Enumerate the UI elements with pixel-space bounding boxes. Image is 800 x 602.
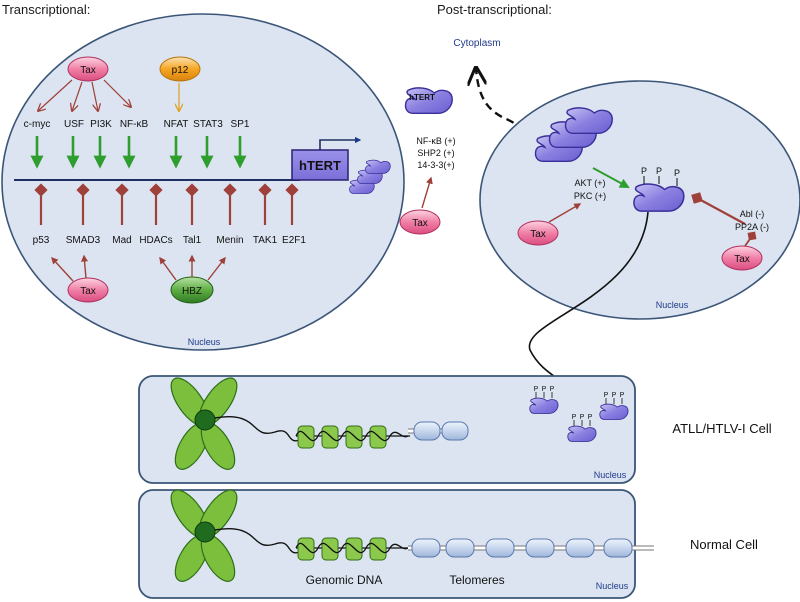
activator-sp1: SP1	[231, 119, 250, 130]
normal-cell: Nucleus	[138, 489, 636, 599]
htert-protein-label: hTERT	[409, 93, 435, 102]
genomic-dna-atll	[295, 425, 410, 449]
kinase-akt: AKT (+)	[574, 178, 605, 188]
phosphatases: Abl (-) PP2A (-)	[735, 209, 769, 232]
activation-arrow-phospho	[592, 167, 630, 188]
phospho-mark: P	[612, 392, 617, 399]
repressor-p53: p53	[33, 235, 50, 246]
phospho-mark: P	[588, 414, 593, 421]
phospho-mark: P	[674, 168, 680, 178]
phosphorylated-htert: P P P	[633, 166, 685, 212]
repressor-mad: Mad	[112, 235, 131, 246]
tax-label: Tax	[412, 218, 428, 229]
tax-cyto-arrow	[421, 176, 433, 209]
atll-cell: Nucleus	[138, 375, 636, 484]
atll-cell-label: ATLL/HTLV-I Cell	[672, 421, 771, 436]
activator-nfkb: NF-κB	[120, 119, 149, 130]
htert-promoter: hTERT	[14, 136, 362, 181]
phosphatase-pp2a: PP2A (-)	[735, 222, 769, 232]
phospho-mark: P	[572, 414, 577, 421]
activator-nfat: NFAT	[164, 119, 189, 130]
repressor-labels: p53 SMAD3 Mad HDACs Tal1 Menin TAK1 E2F1	[33, 235, 307, 246]
hbz-inhibition-arrows	[159, 254, 226, 281]
phospho-mark: P	[580, 414, 585, 421]
activator-usf: USF	[64, 119, 84, 130]
tax-oval-cytoplasm: Tax	[399, 209, 441, 235]
tax-activation-arrows	[38, 79, 131, 111]
activator-c-myc: c-myc	[24, 119, 51, 130]
tax-label: Tax	[530, 229, 546, 240]
phospho-mark: P	[620, 392, 625, 399]
genomic-dna-normal	[295, 537, 410, 561]
telomeres-label: Telomeres	[449, 573, 504, 587]
tax-oval-bottom: Tax	[67, 277, 109, 303]
repressor-tal1: Tal1	[183, 235, 202, 246]
kinases: AKT (+) PKC (+)	[574, 178, 606, 201]
p12-label: p12	[172, 65, 189, 76]
tax-label: Tax	[80, 65, 96, 76]
tax-to-p53-smad3	[51, 254, 88, 282]
phosphatase-abl: Abl (-)	[740, 209, 765, 219]
repressor-stems	[34, 183, 299, 225]
tax-to-kinases-arrow	[548, 203, 582, 223]
telomeres-atll	[408, 421, 469, 441]
cytoplasmic-factors: NF-κB (+) SHP2 (+) 14-3-3(+)	[416, 136, 455, 170]
chromosome-atll	[170, 377, 301, 470]
post-transcriptional-heading: Post-transcriptional:	[437, 2, 552, 17]
tax-oval-phosphatase: Tax	[721, 245, 763, 271]
activator-pi3k: PI3K	[90, 119, 112, 130]
normal-cell-label: Normal Cell	[690, 537, 758, 552]
phospho-mark: P	[641, 166, 647, 176]
chromosome-normal	[170, 489, 301, 582]
activator-labels: c-myc USF PI3K NF-κB NFAT STAT3 SP1	[24, 119, 250, 130]
tax-oval-right-nucleus: Tax	[517, 220, 559, 246]
phospho-mark: P	[542, 386, 547, 393]
tax-oval-top: Tax	[67, 56, 109, 82]
hbz-oval: HBZ	[170, 276, 214, 304]
htert-gene-label: hTERT	[299, 158, 341, 173]
repressor-menin: Menin	[216, 235, 243, 246]
repressor-smad3: SMAD3	[66, 235, 101, 246]
phosphatase-inhibition	[691, 192, 746, 225]
atll-nucleus-label: Nucleus	[594, 470, 627, 480]
tax-label: Tax	[734, 254, 750, 265]
genomic-dna-label: Genomic DNA	[306, 573, 383, 587]
green-activation-arrows	[30, 136, 247, 169]
phospho-mark: P	[656, 166, 662, 176]
left-nucleus-label: Nucleus	[188, 337, 221, 347]
repressor-tak1: TAK1	[253, 235, 278, 246]
p12-oval: p12	[159, 56, 201, 82]
factor-nfkb: NF-κB (+)	[416, 136, 455, 146]
repressor-hdacs: HDACs	[139, 235, 172, 246]
tax-to-phosphatase	[744, 231, 757, 247]
phospho-mark: P	[604, 392, 609, 399]
transcriptional-heading: Transcriptional:	[2, 2, 90, 17]
phospho-mark: P	[550, 386, 555, 393]
telomeres-normal	[408, 538, 654, 558]
right-nucleus-label: Nucleus	[656, 300, 689, 310]
activator-stat3: STAT3	[193, 119, 223, 130]
hbz-label: HBZ	[182, 286, 202, 297]
phospho-mark: P	[534, 386, 539, 393]
tax-label: Tax	[80, 286, 96, 297]
factor-shp2: SHP2 (+)	[417, 148, 454, 158]
cytoplasmic-htert: hTERT	[404, 87, 453, 115]
transcriptional-nucleus: Nucleus	[1, 13, 405, 351]
cytoplasm-label: Cytoplasm	[453, 38, 500, 49]
repressor-e2f1: E2F1	[282, 235, 306, 246]
kinase-pkc: PKC (+)	[574, 191, 606, 201]
normal-nucleus-label: Nucleus	[596, 581, 629, 591]
factor-14-3-3: 14-3-3(+)	[417, 160, 454, 170]
